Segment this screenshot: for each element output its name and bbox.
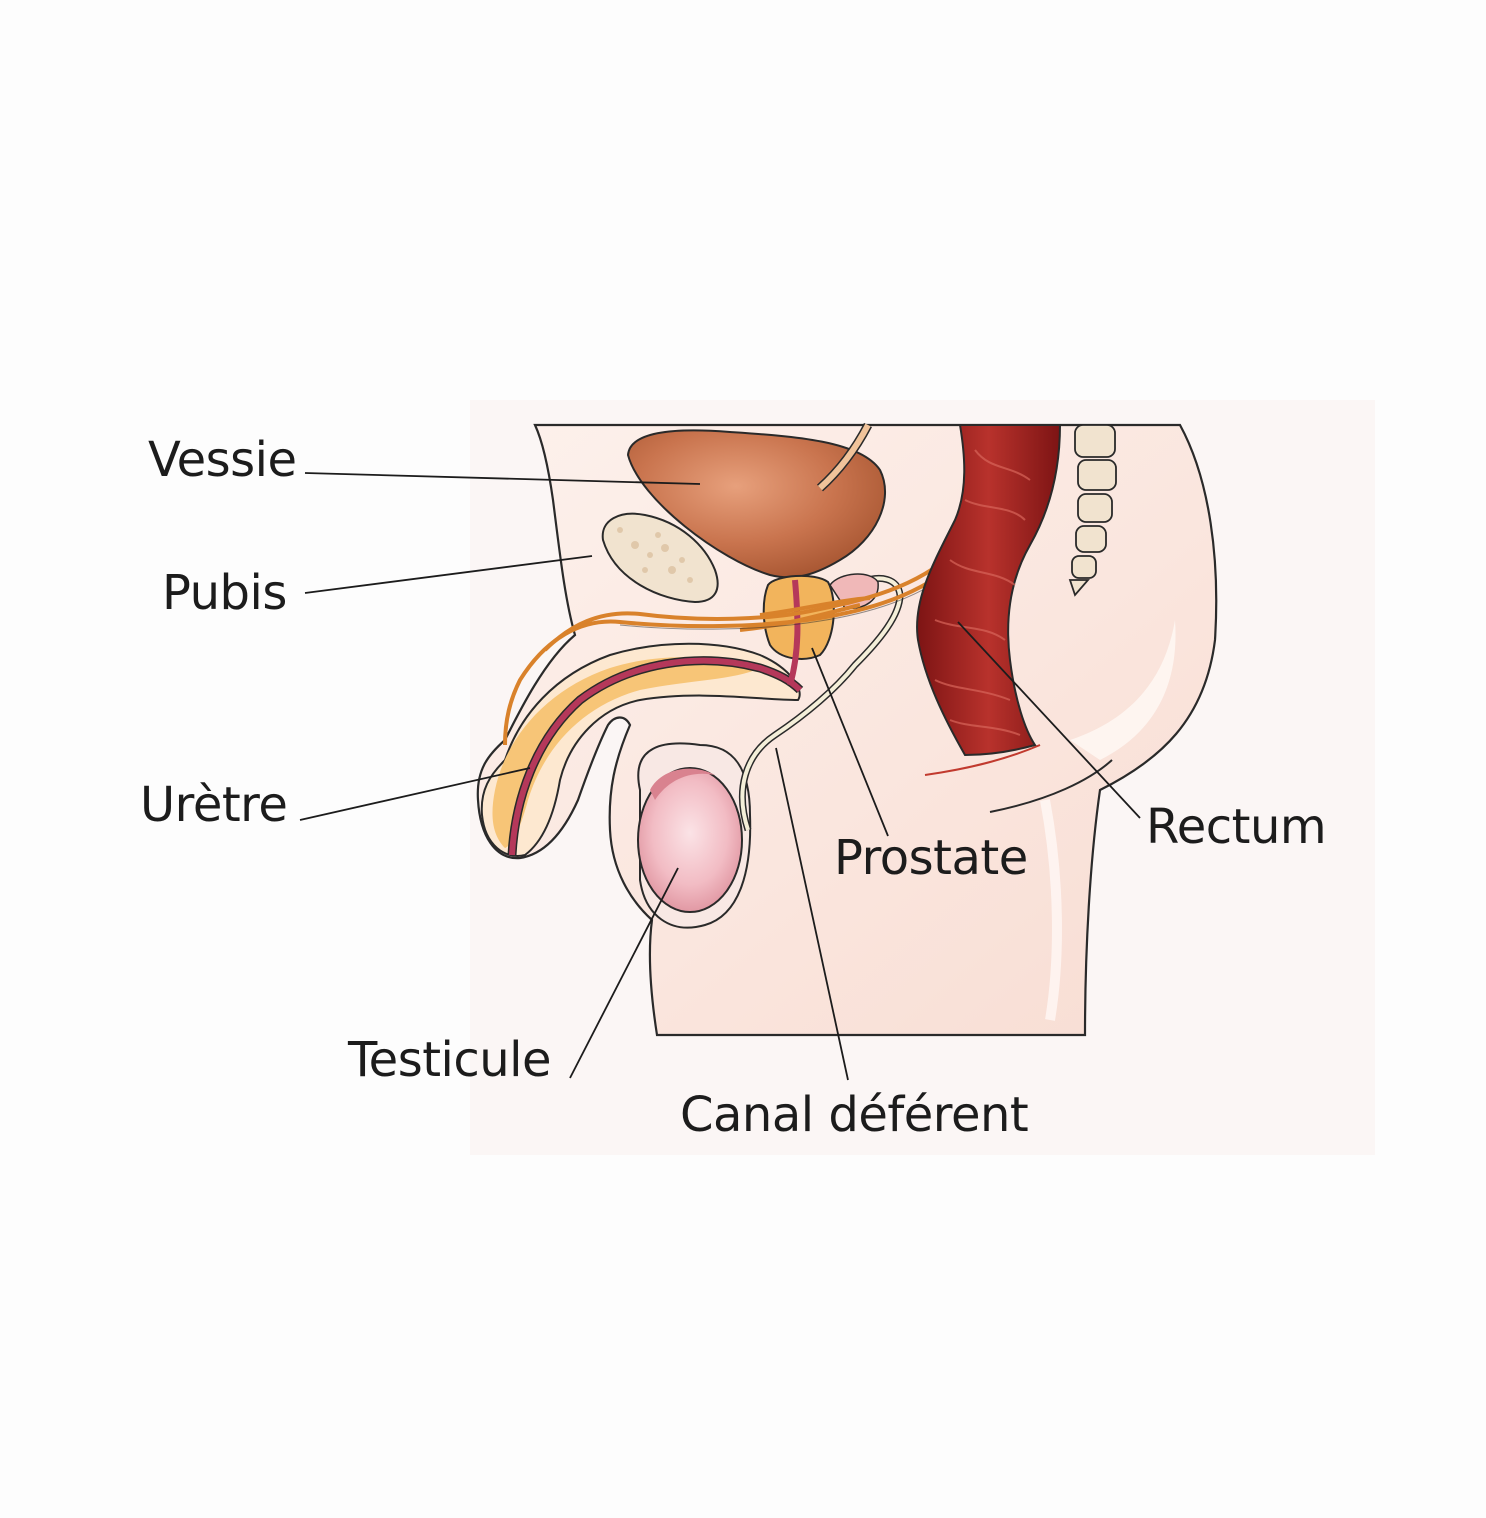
leader-vessie bbox=[304, 472, 701, 485]
vas-deferens-inner bbox=[740, 576, 903, 831]
label-canal-deferent: Canal déférent bbox=[680, 1087, 1029, 1143]
leader-lines bbox=[299, 472, 1141, 1081]
gluteal-fold bbox=[989, 759, 1113, 813]
testicle bbox=[637, 767, 743, 913]
rectum bbox=[916, 424, 1062, 757]
label-prostate: Prostate bbox=[834, 830, 1028, 886]
anal-edge bbox=[924, 744, 1041, 776]
label-vessie: Vessie bbox=[148, 432, 297, 488]
epididymis bbox=[650, 768, 715, 800]
label-rectum: Rectum bbox=[1146, 799, 1327, 855]
bladder bbox=[626, 429, 886, 579]
label-testicule: Testicule bbox=[348, 1032, 552, 1088]
label-uretre: Urètre bbox=[140, 777, 288, 833]
leader-uretre bbox=[299, 767, 531, 821]
rectum-folds bbox=[934, 449, 1031, 736]
buttock-highlight bbox=[1070, 620, 1176, 760]
label-pubis: Pubis bbox=[162, 565, 287, 621]
leader-canal-deferent bbox=[775, 747, 849, 1081]
prostatic-urethra bbox=[787, 579, 801, 686]
leader-pubis bbox=[304, 555, 593, 594]
corpus-spongiosum bbox=[492, 657, 760, 848]
bone-texture bbox=[617, 527, 693, 583]
spine bbox=[1068, 424, 1117, 597]
leader-rectum bbox=[957, 621, 1141, 819]
thigh-highlight bbox=[1040, 799, 1062, 1021]
leader-testicule bbox=[569, 867, 679, 1079]
urethra-inner bbox=[509, 657, 803, 856]
leader-prostate bbox=[811, 647, 889, 837]
ureter bbox=[817, 423, 871, 491]
